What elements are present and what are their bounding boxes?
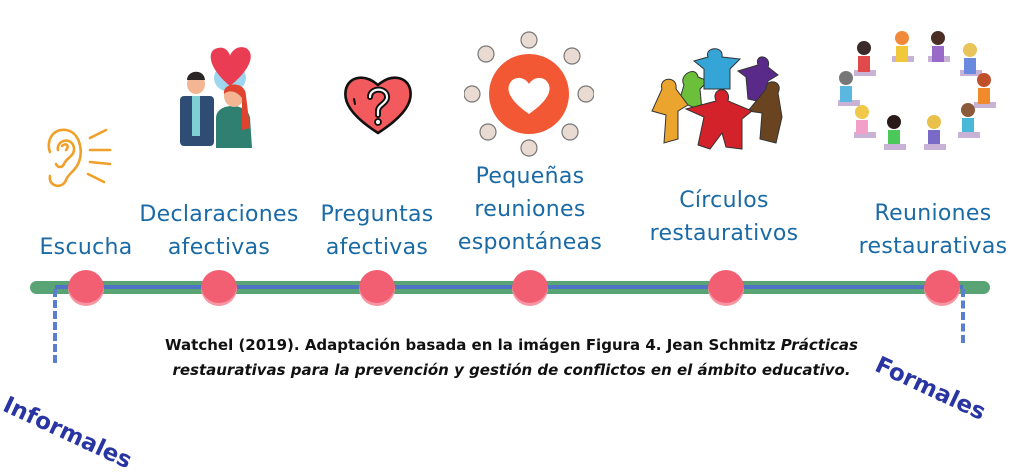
couple-heart-icon <box>178 38 268 148</box>
stage-label-circulos: Círculos restaurativos <box>650 184 799 250</box>
source-caption: Watchel (2019). Adaptación basada en la … <box>0 333 1023 383</box>
informales-label: Informales <box>0 392 136 474</box>
label-line: afectivas <box>167 235 271 260</box>
stage-label-preguntas: Preguntas afectivas <box>320 198 433 264</box>
timeline-node-circulos <box>708 270 744 306</box>
label-line: restaurativas <box>858 234 1008 259</box>
left-dashed-marker <box>53 289 57 363</box>
ear-icon <box>44 124 116 194</box>
label-line: Círculos <box>679 188 769 213</box>
label-line: espontáneas <box>457 230 603 255</box>
people-around-heart-icon <box>464 30 594 158</box>
caption-citation: Watchel (2019). Adaptación basada en la … <box>165 336 781 354</box>
label-line: reuniones <box>474 197 586 222</box>
timeline-node-declaraciones <box>201 270 237 306</box>
timeline-inner-line <box>55 285 963 289</box>
heart-question-icon <box>340 71 416 137</box>
label-line: Escucha <box>39 235 133 260</box>
caption-line-2: restaurativas para la prevención y gesti… <box>0 358 1023 383</box>
stage-label-pequenas: Pequeñas reuniones espontáneas <box>458 160 602 259</box>
stage-label-declaraciones: Declaraciones afectivas <box>139 198 298 264</box>
label-line: afectivas <box>325 235 429 260</box>
right-dashed-marker <box>961 289 965 343</box>
caption-line-1: Watchel (2019). Adaptación basada en la … <box>0 333 1023 358</box>
label-line: restaurativos <box>649 221 799 246</box>
label-line: Pequeñas <box>475 164 585 189</box>
stage-label-reuniones: Reuniones restaurativas <box>859 197 1008 263</box>
timeline-node-reuniones <box>924 270 960 306</box>
people-circle-icon <box>648 45 788 157</box>
timeline-node-preguntas <box>359 270 395 306</box>
timeline-node-escucha <box>68 270 104 306</box>
label-line: Declaraciones <box>139 202 299 227</box>
label-line: Preguntas <box>320 202 434 227</box>
caption-title-start: Prácticas <box>780 336 858 354</box>
stage-label-escucha: Escucha <box>39 231 132 264</box>
meeting-chairs-icon <box>832 28 1002 178</box>
caption-title-end: restaurativas para la prevención y gesti… <box>172 361 851 379</box>
timeline-node-pequenas <box>512 270 548 306</box>
label-line: Reuniones <box>874 201 992 226</box>
